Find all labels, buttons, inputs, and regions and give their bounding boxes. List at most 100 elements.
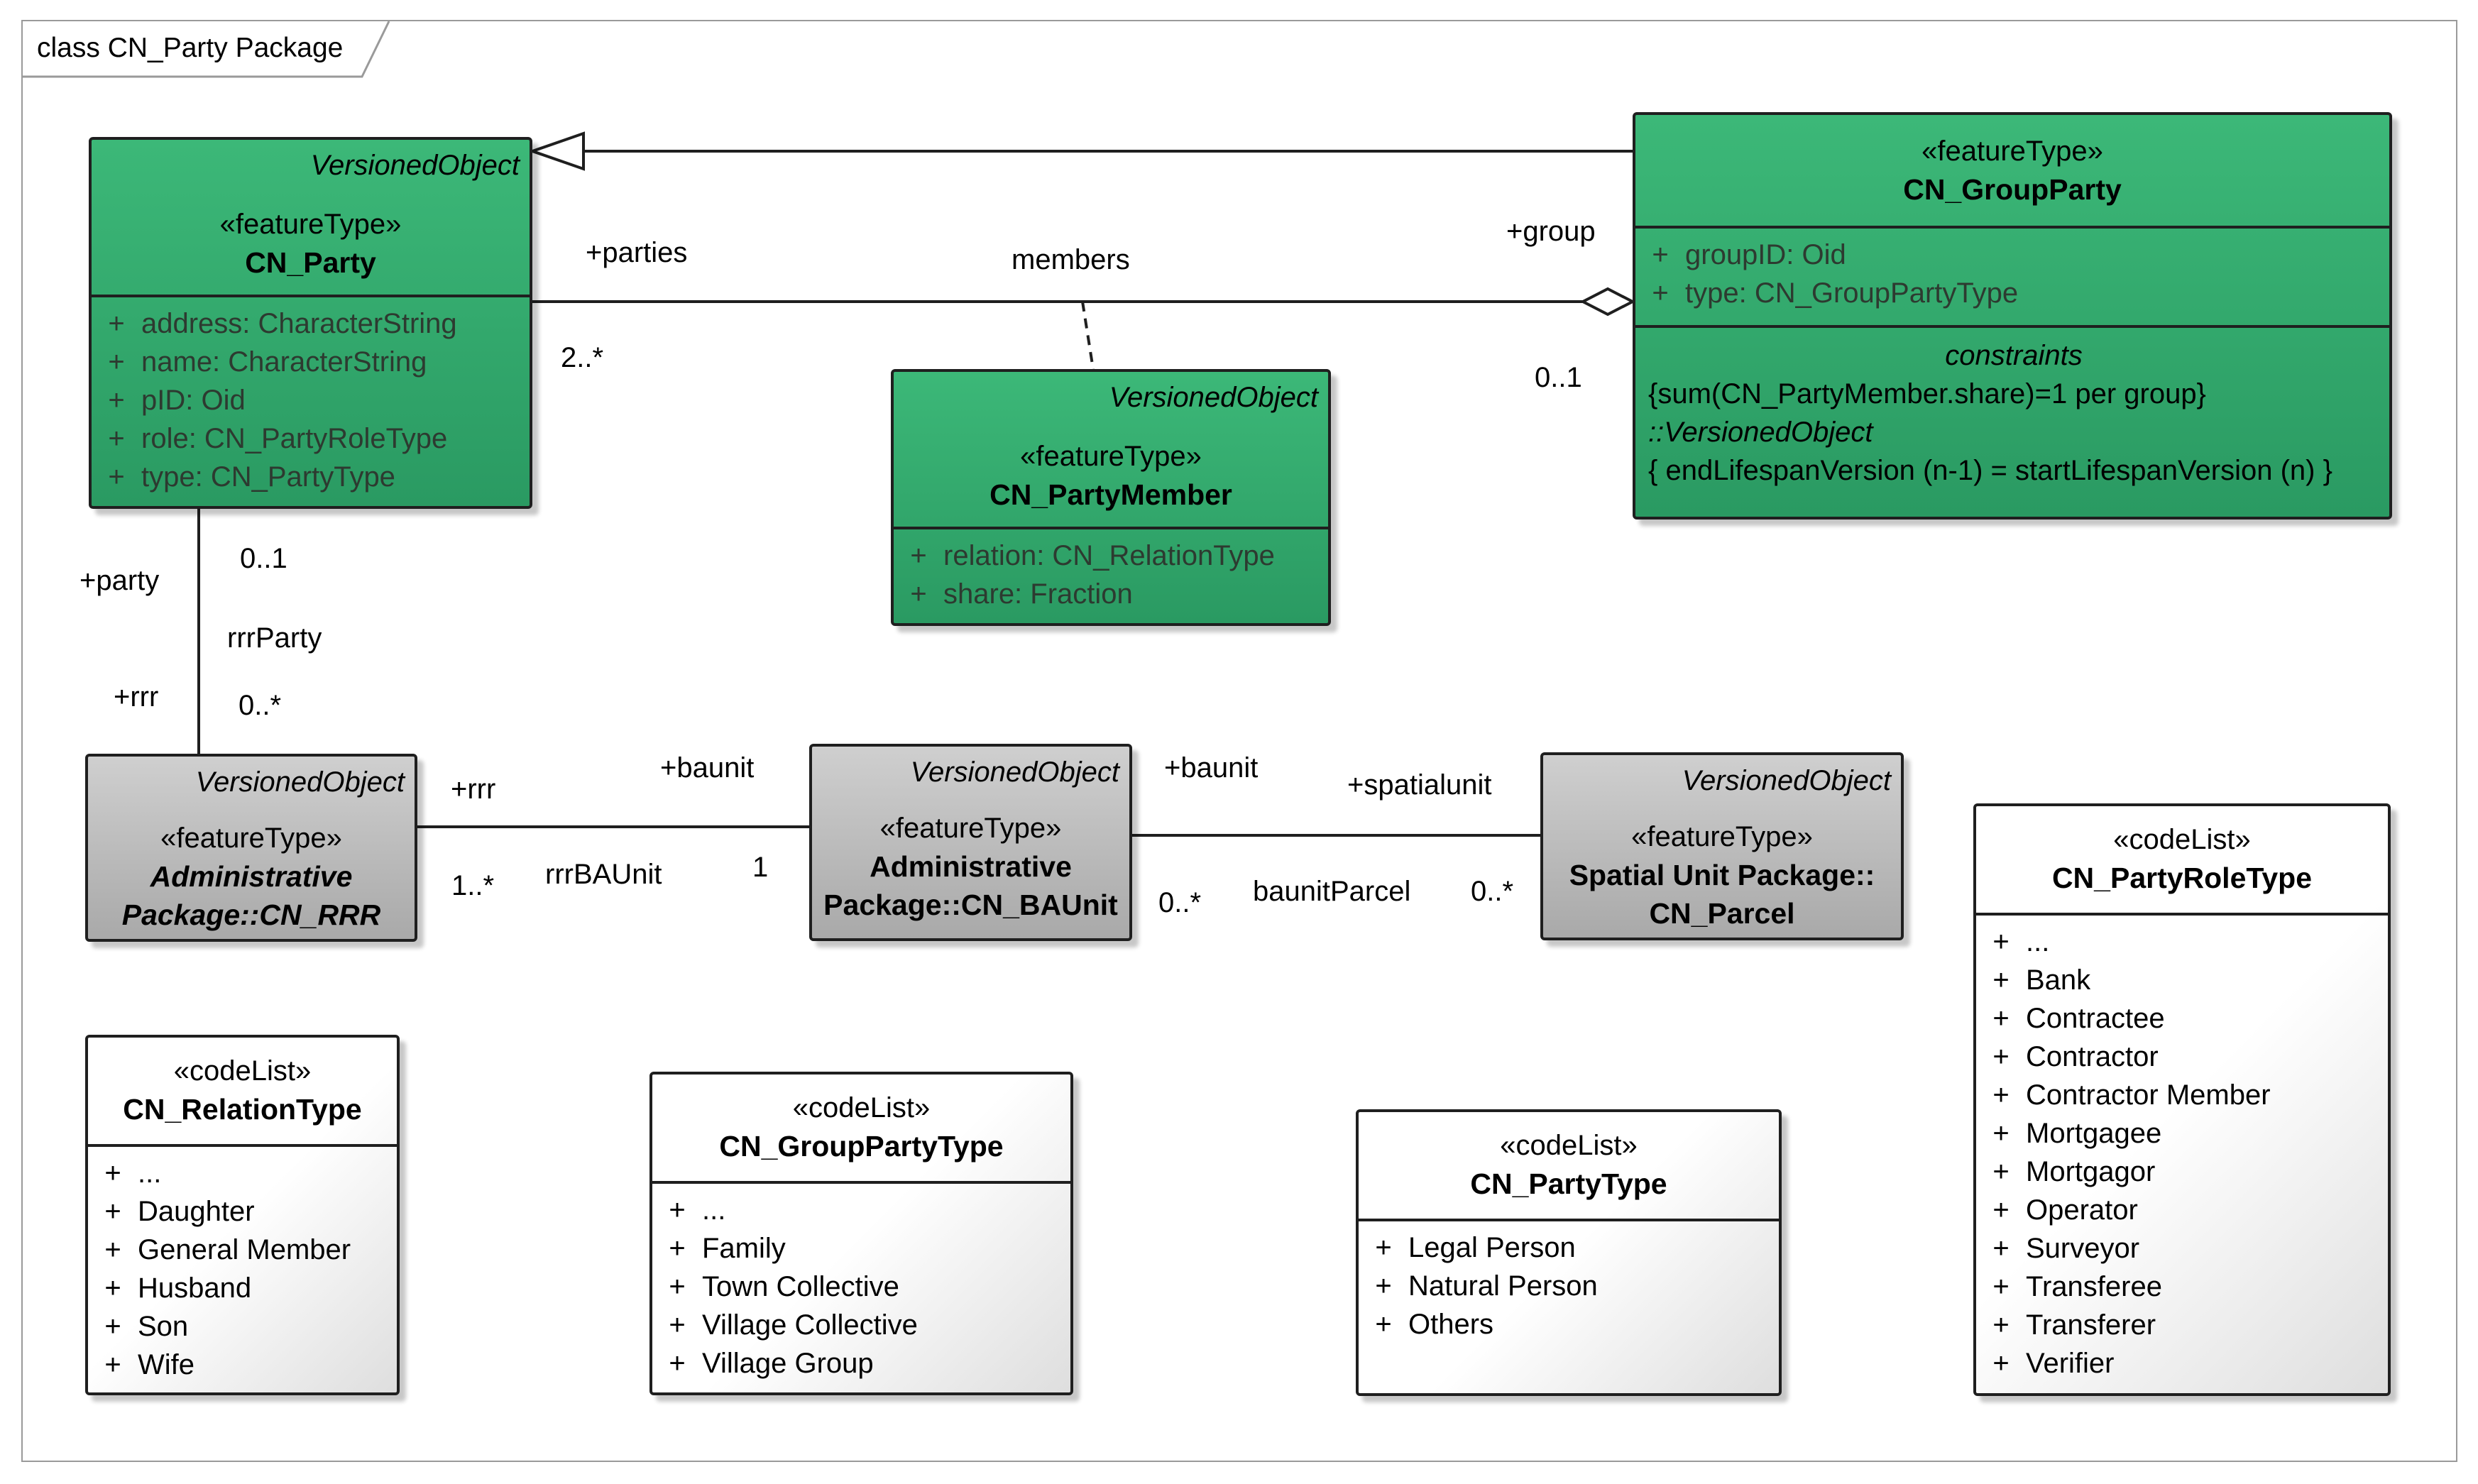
attribute-compartment: +address: CharacterString +name: Charact… [92,295,530,496]
aggregation-diamond [1579,287,1636,317]
class-cn-group-party[interactable]: «featureType» CN_GroupParty +groupID: Oi… [1633,112,2392,520]
literal-compartment: +... +Bank +Contractee +Contractor +Cont… [1976,913,2388,1383]
mult-baunit-label: 0..* [1158,887,1202,918]
literal-row[interactable]: +... [669,1194,726,1226]
literal-row[interactable]: +General Member [104,1234,351,1265]
class-cn-parcel[interactable]: VersionedObject «featureType» Spatial Un… [1540,752,1904,940]
attribute-row[interactable]: +address: CharacterString [108,308,457,339]
stereotype-label: «featureType» [160,823,342,854]
literal-row[interactable]: +Village Collective [669,1309,918,1341]
class-name: CN_RelationType [123,1093,362,1126]
versioned-object-label: VersionedObject [910,757,1119,788]
stereotype-label: «featureType» [1020,441,1202,472]
class-cn-party[interactable]: VersionedObject «featureType» CN_Party +… [89,137,532,509]
mult-parties-label: 2..* [561,342,604,373]
class-name: CN_PartyRoleType [2051,862,2313,894]
class-name-line2: Package::CN_RRR [121,898,381,931]
role-party-label: +party [80,565,160,596]
attribute-row[interactable]: +name: CharacterString [108,346,427,378]
class-cn-baunit[interactable]: VersionedObject «featureType» Administra… [809,744,1132,941]
class-name: CN_Party [245,246,376,279]
literal-row[interactable]: +Legal Person [1375,1232,1576,1263]
attribute-row[interactable]: +type: CN_GroupPartyType [1652,277,2019,309]
literal-row[interactable]: +Transferer [1992,1309,2156,1341]
role-rrr-label: +rrr [114,681,159,713]
literal-row[interactable]: +... [1992,926,2050,957]
literal-row[interactable]: +Town Collective [669,1271,899,1302]
title-tab-outline [21,21,390,78]
mult-rrr-label: 1..* [451,870,495,901]
attribute-row[interactable]: +groupID: Oid [1652,239,1846,270]
literal-row[interactable]: +Wife [104,1349,194,1380]
class-cn-rrr[interactable]: VersionedObject «featureType» Administra… [85,754,417,942]
literal-row[interactable]: +Son [104,1311,189,1342]
package-frame [21,20,2457,1462]
diagram-title: class CN_Party Package [37,33,344,63]
attribute-row[interactable]: +pID: Oid [108,385,246,416]
literal-compartment: +... +Family +Town Collective +Village C… [652,1181,1070,1383]
class-name-line1: Administrative [150,860,353,893]
attribute-row[interactable]: +relation: CN_RelationType [910,540,1275,571]
class-name: CN_PartyMember [989,478,1232,511]
literal-row[interactable]: +Husband [104,1273,252,1304]
association-rrrbaunit-name: rrrBAUnit [545,859,662,890]
mult-party-label: 0..1 [240,543,287,574]
class-cn-relation-type[interactable]: «codeList» CN_RelationType +... +Daughte… [85,1035,400,1395]
class-name: CN_PartyType [1470,1167,1667,1200]
literal-row[interactable]: +Mortgagor [1992,1156,2156,1187]
role-rrr-label: +rrr [451,774,496,805]
mult-baunit-label: 1 [752,852,769,883]
literal-row[interactable]: +Village Group [669,1348,874,1379]
literal-row[interactable]: +Family [669,1233,786,1264]
class-cn-group-party-type[interactable]: «codeList» CN_GroupPartyType +... +Famil… [649,1072,1073,1395]
attribute-compartment: +relation: CN_RelationType +share: Fract… [894,527,1328,613]
role-baunit-label: +baunit [660,752,755,784]
stereotype-label: «codeList» [792,1092,931,1123]
literal-row[interactable]: +Verifier [1992,1348,2115,1379]
literal-row[interactable]: +Daughter [104,1196,255,1227]
literal-row[interactable]: +Bank [1992,964,2091,996]
stereotype-label: «featureType» [1631,821,1813,852]
literal-row[interactable]: +Natural Person [1375,1270,1598,1302]
literal-row[interactable]: +Mortgagee [1992,1118,2162,1149]
stereotype-label: «featureType» [1921,136,2103,167]
attribute-row[interactable]: +role: CN_PartyRoleType [108,423,448,454]
constraint-sum-share[interactable]: {sum(CN_PartyMember.share)=1 per group} [1648,378,2206,410]
class-cn-party-role-type[interactable]: «codeList» CN_PartyRoleType +... +Bank +… [1973,803,2391,1396]
literal-row[interactable]: +Transferee [1992,1271,2162,1302]
class-name-line1: Spatial Unit Package:: [1569,859,1875,891]
literal-row[interactable]: +Operator [1992,1194,2138,1226]
constraints-heading: constraints [1945,340,2083,371]
literal-row[interactable]: +Surveyor [1992,1233,2140,1264]
class-name-line2: CN_Parcel [1649,897,1795,930]
class-name-line2: Package::CN_BAUnit [823,889,1118,921]
mult-group-label: 0..1 [1535,362,1582,393]
mult-rrr-label: 0..* [239,690,282,721]
mult-spatialunit-label: 0..* [1471,876,1514,907]
attribute-row[interactable]: +share: Fraction [910,578,1133,610]
versioned-object-label: VersionedObject [1109,382,1318,413]
literal-row[interactable]: +Others [1375,1309,1494,1340]
constraint-lifespan[interactable]: { endLifespanVersion (n-1) = startLifesp… [1648,455,2332,486]
literal-compartment: +... +Daughter +General Member +Husband … [88,1144,397,1384]
literal-row[interactable]: +Contractor [1992,1041,2159,1072]
attribute-compartment: +groupID: Oid +type: CN_GroupPartyType [1635,226,2389,325]
literal-row[interactable]: +... [104,1158,162,1189]
role-group-label: +group [1506,216,1596,247]
literal-row[interactable]: +Contractor Member [1992,1079,2271,1111]
association-baunitparcel-name: baunitParcel [1253,876,1411,907]
versioned-object-label: VersionedObject [310,150,520,181]
role-parties-label: +parties [586,237,688,268]
association-class-link [1081,301,1095,370]
class-cn-party-type[interactable]: «codeList» CN_PartyType +Legal Person +N… [1356,1109,1782,1396]
generalization-arrowhead [527,131,585,171]
literal-compartment: +Legal Person +Natural Person +Others [1359,1219,1779,1343]
stereotype-label: «featureType» [879,813,1062,844]
versioned-object-label: VersionedObject [1682,765,1891,796]
constraint-compartment: constraints {sum(CN_PartyMember.share)=1… [1635,325,2389,490]
attribute-row[interactable]: +type: CN_PartyType [108,461,395,493]
stereotype-label: «codeList» [2113,824,2251,855]
class-cn-party-member[interactable]: VersionedObject «featureType» CN_PartyMe… [891,369,1331,626]
literal-row[interactable]: +Contractee [1992,1003,2165,1034]
